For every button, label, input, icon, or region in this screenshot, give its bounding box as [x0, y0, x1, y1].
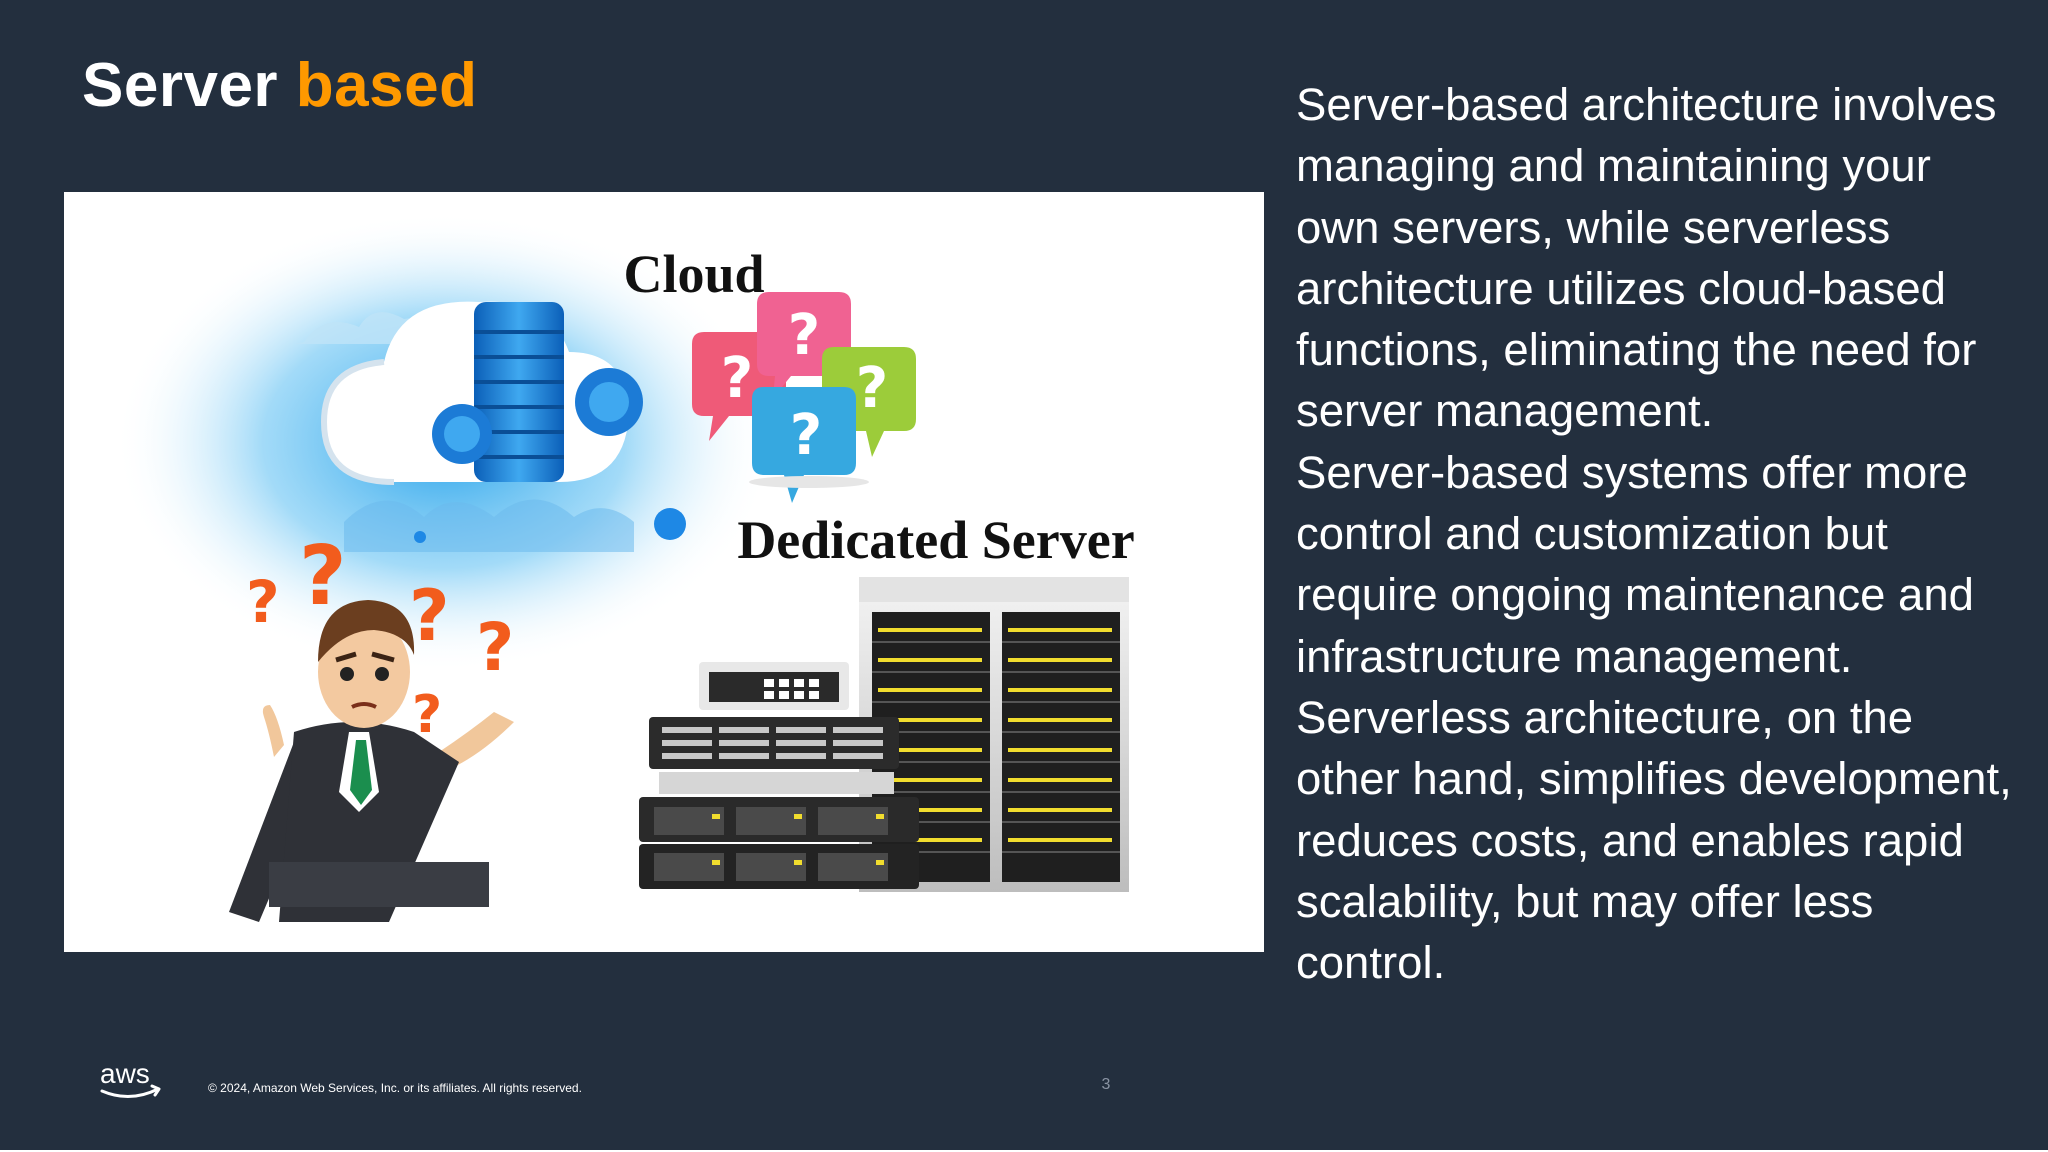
bottom-border: [0, 1150, 2048, 1152]
bubble-q2: ?: [788, 303, 820, 368]
paragraph-3: Serverless architecture, on the other ha…: [1296, 691, 2012, 989]
bubble-q1: ?: [721, 346, 753, 411]
server-stack-icon: [639, 662, 919, 889]
slide-title: Server based: [82, 46, 478, 126]
copyright-text: © 2024, Amazon Web Services, Inc. or its…: [208, 1081, 582, 1095]
person-q2: ?: [299, 529, 347, 624]
question-bubbles-icon: ? ? ? ?: [692, 292, 916, 503]
label-dedicated-server: Dedicated Server: [737, 510, 1134, 570]
person-q1: ?: [246, 568, 280, 636]
illustration-svg: ? ? ? ? Cloud Dedicated Server ? ? ? ? ?: [114, 212, 1135, 922]
title-accent: based: [295, 51, 478, 120]
person-q4: ?: [409, 575, 450, 657]
person-q5: ?: [476, 609, 514, 686]
aws-logo-text: aws: [100, 1058, 150, 1089]
bubble-q3: ?: [856, 356, 888, 421]
page-number: 3: [1101, 1076, 1111, 1093]
aws-logo-icon: aws: [100, 1058, 161, 1098]
confused-person-icon: ? ? ? ? ? ?: [229, 529, 514, 922]
paragraph-1: Server-based architecture involves manag…: [1296, 79, 1997, 437]
label-cloud: Cloud: [623, 244, 764, 304]
title-main: Server: [82, 51, 279, 120]
body-text: Server-based architecture involves manag…: [1296, 74, 2016, 993]
bubble-q4: ?: [790, 403, 822, 468]
cloud-icon: [114, 212, 774, 672]
paragraph-2: Server-based systems offer more control …: [1296, 446, 1974, 682]
illustration-image: ? ? ? ? Cloud Dedicated Server ? ? ? ? ?: [64, 192, 1264, 952]
